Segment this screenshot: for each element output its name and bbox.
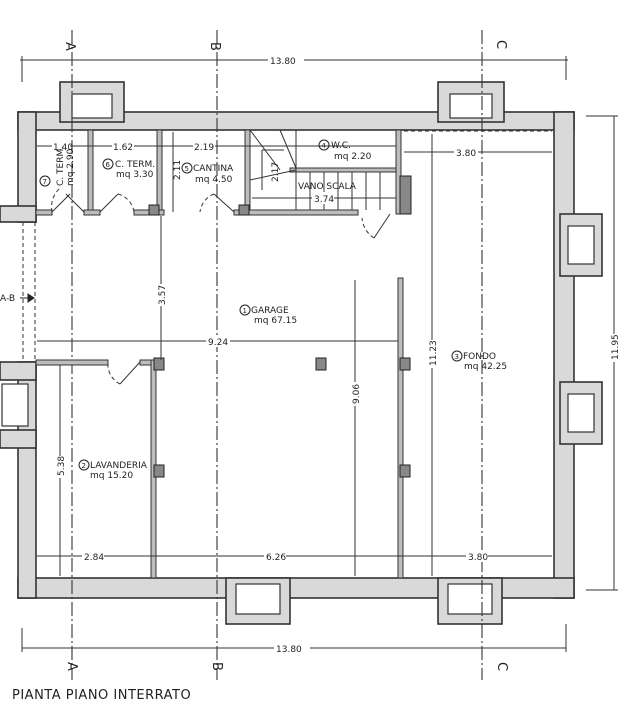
svg-text:mq 15.20: mq 15.20 [90,471,133,481]
dim-width-top: 13.80 [270,57,296,67]
dim-924: 9.24 [208,338,228,348]
dim-width-bottom: 13.80 [276,645,302,655]
dim-380-top: 3.80 [456,149,476,159]
svg-text:mq 2.90: mq 2.90 [66,148,76,186]
dim-284: 2.84 [84,553,104,563]
dim-374: 3.74 [314,195,334,205]
svg-text:6: 6 [106,161,111,169]
axis-label-c-bottom: C [494,662,509,671]
axis-label-b-bottom: B [209,662,224,671]
dim-162: 1.62 [113,143,133,153]
stairs [249,129,381,211]
svg-text:mq 3.30: mq 3.30 [116,170,154,180]
section-label: A-B [0,294,15,304]
room-fondo: 3 FONDO mq 42.25 [451,350,507,372]
svg-text:C. TERM.: C. TERM. [56,146,66,186]
axis-label-a-bottom: A [64,662,79,671]
dim-depth-right: 11.95 [611,334,621,360]
dim-211: 2.11 [173,160,183,180]
room-labels: 1 GARAGE mq 67.15 2 LAVANDERIA mq 15.20 … [39,139,507,481]
room-garage: 1 GARAGE mq 67.15 [239,304,297,326]
arrow-right-icon [20,293,35,303]
axis-label-c: C [493,40,508,49]
svg-text:CANTINA: CANTINA [193,164,234,174]
columns [148,204,411,478]
exterior-walls [0,81,603,625]
section-opening [22,222,36,362]
svg-text:mq 2.20: mq 2.20 [334,152,372,162]
svg-text:5: 5 [185,165,189,173]
svg-text:1: 1 [243,307,247,315]
drawing-title: PIANTA PIANO INTERRATO [12,688,192,703]
doors [51,187,391,385]
dim-140: 1.40 [53,143,73,153]
dim-626: 6.26 [266,553,286,563]
interior-dimensions: 1.40 1.62 2.19 3.80 3.74 2.11 2.17 3.57 … [37,132,552,576]
structural-axes: A B C A B C [62,30,509,680]
section-marker: A-B [0,293,35,304]
stair-label: VANO SCALA [298,182,357,192]
axis-label-b: B [207,42,222,51]
room-wc: 4 W.C. mq 2.20 [318,139,372,162]
room-lavanderia: 2 LAVANDERIA mq 15.20 [78,459,148,481]
svg-text:mq 4.50: mq 4.50 [195,175,233,185]
svg-text:7: 7 [43,178,47,186]
svg-text:LAVANDERIA: LAVANDERIA [90,461,148,471]
axis-label-a: A [62,42,77,51]
dim-357: 3.57 [158,285,168,305]
room-c-term-6: 6 C. TERM. mq 3.30 [102,158,155,180]
svg-text:mq 67.15: mq 67.15 [254,316,297,326]
overall-dimensions: 13.80 13.80 11.95 [20,54,621,655]
dim-380-bottom: 3.80 [468,553,488,563]
dim-538: 5.38 [57,456,67,476]
dim-906: 9.06 [352,384,362,404]
dim-217: 2.17 [271,162,281,182]
svg-text:C. TERM.: C. TERM. [115,160,155,170]
svg-text:FONDO: FONDO [463,352,496,362]
dim-1123: 11.23 [429,340,439,366]
dim-219: 2.19 [194,143,214,153]
svg-text:GARAGE: GARAGE [251,306,289,316]
svg-text:3: 3 [455,353,459,361]
room-cantina: 5 CANTINA mq 4.50 [181,162,234,185]
svg-text:4: 4 [322,142,327,150]
room-c-term-7: 7 C. TERM. mq 2.90 [39,146,76,187]
svg-text:2: 2 [82,462,86,470]
svg-text:mq 42.25: mq 42.25 [464,362,507,372]
svg-text:W.C.: W.C. [331,141,351,151]
